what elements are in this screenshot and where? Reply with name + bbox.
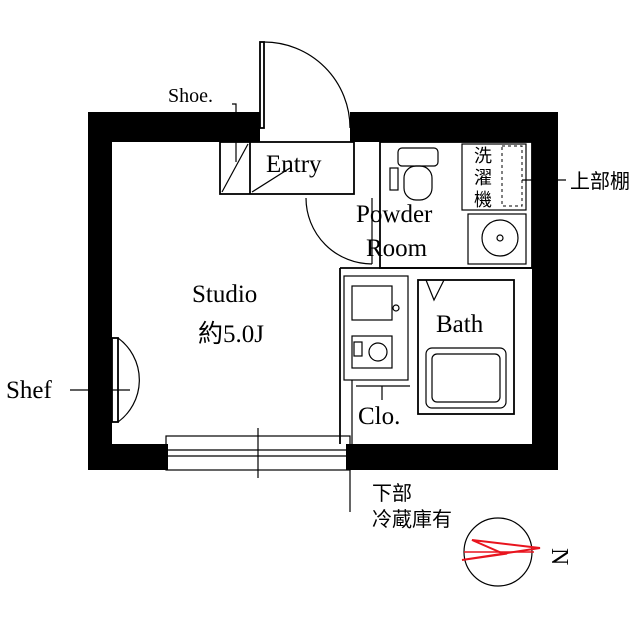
wall-bottom-right (350, 444, 558, 470)
shelf-door-leaf (111, 337, 119, 423)
washer-label-3: 機 (474, 190, 492, 210)
washer-space (461, 143, 566, 211)
wall-right (532, 112, 558, 470)
washbasin-counter (467, 213, 527, 265)
entry-label: Entry (266, 151, 322, 178)
entry-step-diagonal (251, 167, 291, 193)
compass-letter: N (546, 548, 572, 565)
kitchen-control (353, 341, 363, 357)
compass-needle (461, 539, 541, 561)
bath-outline (417, 279, 515, 415)
washbasin-bowl (481, 219, 519, 257)
exterior-walls (88, 112, 558, 470)
studio-label: Studio (192, 281, 257, 308)
entry-door-leaf (259, 41, 265, 129)
labels: Shoe. Entry Powder Room 洗 濯 機 上部棚 Studio… (6, 85, 630, 531)
toilet-tank (397, 147, 439, 167)
powder-room-label-1: Powder (356, 201, 433, 228)
kitchen (343, 275, 410, 512)
shoe-cabinet-diagonal (221, 143, 249, 193)
window-jamb-right (346, 444, 354, 470)
shelf-label: Shef (6, 377, 53, 404)
powder-room-door[interactable] (305, 197, 373, 265)
window-bottom (160, 428, 354, 478)
kitchen-sink (351, 285, 393, 321)
washbasin (467, 213, 527, 265)
kitchen-faucet (392, 304, 400, 312)
bath-door-mark (425, 279, 445, 302)
washer-label-2: 濯 (474, 168, 492, 188)
bath-label: Bath (436, 311, 484, 338)
upper-shelf-dashed (501, 145, 523, 207)
kitchen-burner (368, 342, 388, 362)
wall-bottom-left (88, 444, 166, 470)
kitchen-stove (351, 335, 393, 369)
studio-size-label: 約5.0J (198, 320, 264, 348)
wall-top-right (350, 112, 558, 142)
washer-outline (461, 143, 527, 211)
interior-partitions (219, 141, 533, 444)
bath-tub-inner (431, 353, 501, 403)
shelf-door-swing (117, 337, 140, 423)
entry-partition (219, 141, 355, 195)
closet-label: Clo. (358, 403, 400, 430)
entry-door-swing (263, 41, 351, 129)
fridge-label-2: 冷蔵庫有 (372, 508, 452, 531)
bath-tub (425, 347, 507, 409)
fridge-label-1: 下部 (372, 482, 412, 505)
toilet-side-panel (389, 167, 399, 191)
powder-room-label-2: Room (366, 235, 428, 262)
entry-door[interactable] (259, 41, 351, 129)
toilet (389, 147, 439, 201)
window-jamb-left (160, 444, 168, 470)
kitchen-counter (343, 275, 409, 381)
shelf-door[interactable] (70, 337, 140, 423)
shoe-label: Shoe. (168, 85, 213, 107)
shoe-leader (232, 103, 237, 162)
powder-door-swing (305, 197, 373, 265)
compass: N (461, 517, 572, 587)
toilet-bowl (403, 165, 433, 201)
washbasin-drain (496, 234, 504, 242)
wall-left (88, 112, 112, 470)
wall-top-left (88, 112, 260, 142)
washer-label-1: 洗 (474, 146, 492, 166)
upper-shelf-label: 上部棚 (570, 170, 630, 193)
